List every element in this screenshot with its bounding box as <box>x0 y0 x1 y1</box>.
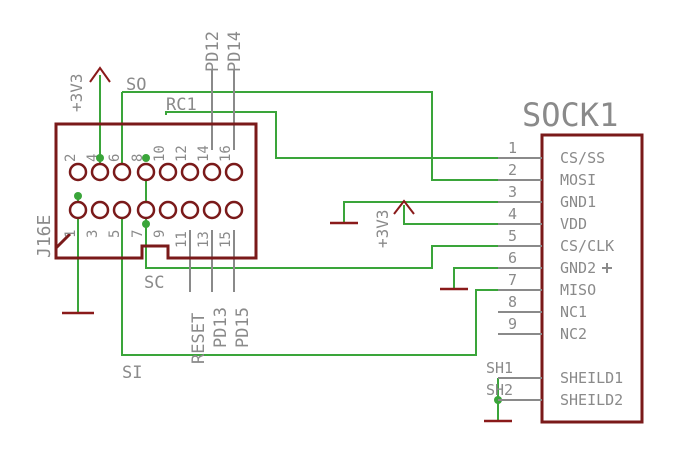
pin-num-4: 4 <box>85 154 101 162</box>
pad-9 <box>158 200 178 220</box>
pin-num-6: 6 <box>107 154 123 162</box>
pin-num-5: 5 <box>107 230 123 238</box>
socket-pin-num-6: 6 <box>508 249 517 267</box>
header-odd-pin-numbers: 1 3 5 7 9 11 13 15 <box>63 230 234 248</box>
socket-body <box>540 133 644 424</box>
wire-gnd1 <box>343 201 498 222</box>
pin-num-11: 11 <box>174 231 190 248</box>
pin-num-3: 3 <box>85 230 101 238</box>
pin-num-15: 15 <box>218 231 234 248</box>
pin-num-7: 7 <box>130 230 146 238</box>
pin-num-13: 13 <box>196 231 212 248</box>
socket-sock1: SOCK1 1 2 3 4 5 6 7 8 9 SH1 <box>486 96 644 424</box>
wire-si-miso <box>121 210 498 356</box>
socket-pin-num-7: 7 <box>508 271 517 289</box>
junctions <box>74 154 502 404</box>
net-label-reset: RESET <box>189 313 209 364</box>
socket-pin-num-5: 5 <box>508 227 517 245</box>
socket-pin-name-5: CS/CLK <box>560 237 614 255</box>
header-outline <box>54 122 258 260</box>
socket-pin-name-8: NC1 <box>560 303 587 321</box>
socket-pin-numbers: 1 2 3 4 5 6 7 8 9 SH1 SH2 <box>486 139 517 399</box>
socket-pin-num-1: 1 <box>508 139 517 157</box>
junction-pin4 <box>96 154 104 162</box>
pad-7 <box>136 200 156 220</box>
socket-pin-num-8: 8 <box>508 293 517 311</box>
socket-pin-name-sh2: SHEILD2 <box>560 391 623 409</box>
wire-rc1-csss <box>165 111 498 159</box>
junction-pin7 <box>142 154 150 162</box>
socket-ref-label: SOCK1 <box>522 96 618 134</box>
socket-pin-num-4: 4 <box>508 205 517 223</box>
pad-10 <box>158 162 178 182</box>
vcc-label-socket: +3V3 <box>373 209 392 248</box>
header-pin1-marker <box>54 232 72 250</box>
socket-pin-num-sh1: SH1 <box>486 359 513 377</box>
pad-5 <box>112 200 132 220</box>
junction-pin9 <box>142 220 150 228</box>
pin-num-12: 12 <box>174 145 190 162</box>
pad-16 <box>224 162 244 182</box>
net-label-pd14: PD14 <box>225 31 245 72</box>
pin-num-9: 9 <box>152 230 168 238</box>
socket-pin-name-sh1: SHEILD1 <box>560 369 623 387</box>
net-label-pd12: PD12 <box>203 31 223 72</box>
power-symbols: +3V3 +3V3 <box>62 66 512 423</box>
socket-pin-num-3: 3 <box>508 183 517 201</box>
net-label-sc: SC <box>144 273 164 293</box>
pad-3 <box>90 200 110 220</box>
socket-pin-name-4: VDD <box>560 215 587 233</box>
net-label-pd15: PD15 <box>233 307 253 348</box>
pad-14 <box>202 162 222 182</box>
pad-6 <box>112 162 132 182</box>
vcc-arrow-socket-icon <box>393 199 415 215</box>
pin-num-1: 1 <box>63 230 79 238</box>
socket-pin-name-1: CS/SS <box>560 149 605 167</box>
wire-sc-csclk <box>145 210 498 269</box>
pad-12 <box>180 162 200 182</box>
socket-pin-name-6: GND2 <box>560 259 596 277</box>
pin-num-2: 2 <box>63 154 79 162</box>
junction-pin1 <box>74 192 82 200</box>
pad-8 <box>136 162 156 182</box>
socket-pin-lines <box>498 157 542 401</box>
wires <box>77 75 499 420</box>
socket-pin-names: CS/SS MOSI GND1 VDD CS/CLK GND2 MISO NC1… <box>560 149 623 409</box>
socket-pin-name-9: NC2 <box>560 325 587 343</box>
header-ref-label: J16E <box>34 215 55 258</box>
header-j16e: 2 4 6 8 10 12 14 16 1 3 5 7 9 11 13 15 J… <box>34 122 258 260</box>
vcc-arrow-header-icon <box>89 66 111 83</box>
socket-pin-num-sh2: SH2 <box>486 381 513 399</box>
wire-gnd2 <box>453 267 498 288</box>
socket-pin-name-2: MOSI <box>560 171 596 189</box>
header-pads <box>68 162 244 220</box>
pin-num-10: 10 <box>152 145 168 162</box>
pad-11 <box>180 200 200 220</box>
socket-pin-name-3: GND1 <box>560 193 596 211</box>
socket-pin-name-7: MISO <box>560 281 596 299</box>
pad-1 <box>68 200 88 220</box>
socket-pin-num-9: 9 <box>508 315 517 333</box>
net-label-pd13: PD13 <box>211 307 231 348</box>
pin-num-16: 16 <box>218 145 234 162</box>
pad-15 <box>224 200 244 220</box>
pin-num-8: 8 <box>130 154 146 162</box>
pad-4 <box>90 162 110 182</box>
header-even-pin-numbers: 2 4 6 8 10 12 14 16 <box>63 145 234 162</box>
wire-vdd <box>403 205 498 225</box>
pin-num-14: 14 <box>196 145 212 162</box>
gnd2-cross-marker <box>602 263 612 273</box>
vcc-label-header: +3V3 <box>67 73 86 112</box>
pd-leaders <box>189 70 235 292</box>
socket-pin-num-2: 2 <box>508 161 517 179</box>
net-labels: PD12 PD14 SO RC1 SC SI RESET PD13 PD15 <box>122 31 253 383</box>
pad-13 <box>202 200 222 220</box>
net-label-so: SO <box>126 75 146 95</box>
net-label-si: SI <box>122 363 142 383</box>
net-label-rc1: RC1 <box>166 95 197 115</box>
pad-2 <box>68 162 88 182</box>
wire-so-mosi <box>122 91 498 181</box>
